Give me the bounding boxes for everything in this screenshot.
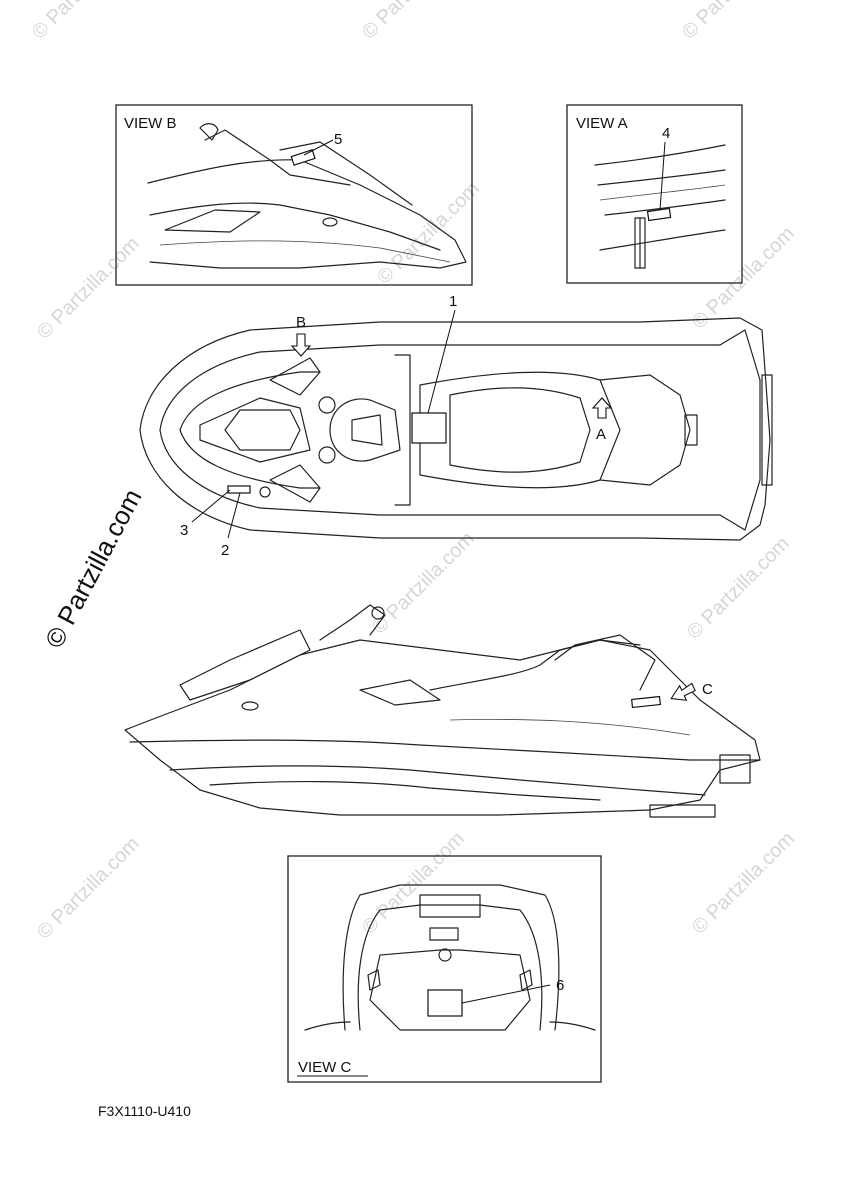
view-a-frame bbox=[566, 104, 743, 284]
view-b-title: VIEW B bbox=[124, 115, 177, 132]
label-part-c-location bbox=[630, 695, 662, 709]
view-c-frame bbox=[287, 855, 602, 1083]
watermark: © Partzilla.com bbox=[358, 828, 469, 939]
watermark: © Partzilla.com bbox=[688, 223, 799, 334]
callout-1: 1 bbox=[449, 293, 457, 310]
view-b-frame bbox=[115, 104, 473, 286]
watermark: © Partzilla.com bbox=[33, 833, 144, 944]
label-part-6 bbox=[427, 989, 463, 1017]
view-c-panel: 6 VIEW C bbox=[287, 855, 602, 1083]
callout-3: 3 bbox=[180, 522, 188, 539]
drawing-code: F3X1110-U410 bbox=[98, 1103, 191, 1119]
callout-4: 4 bbox=[662, 125, 670, 142]
view-b-panel: VIEW B 5 bbox=[115, 104, 473, 286]
side-view-watercraft: C bbox=[124, 604, 761, 818]
direction-mark-c: C bbox=[702, 681, 713, 698]
watermark-layer: © Partzilla.com © Partzilla.com © Partzi… bbox=[28, 0, 799, 944]
watermark: © Partzilla.com bbox=[373, 178, 484, 289]
watermark: © Partzilla.com bbox=[683, 533, 794, 644]
watermark: © Partzilla.com bbox=[358, 0, 469, 44]
callout-2: 2 bbox=[221, 542, 229, 559]
view-a-title: VIEW A bbox=[576, 115, 628, 132]
watermark: © Partzilla.com bbox=[688, 828, 799, 939]
direction-arrow-b bbox=[290, 333, 312, 357]
direction-arrow-c bbox=[670, 682, 696, 701]
callout-5: 5 bbox=[334, 131, 342, 148]
label-part-5 bbox=[290, 149, 316, 166]
label-part-4 bbox=[646, 207, 672, 222]
label-part-2 bbox=[227, 485, 251, 494]
view-a-panel: VIEW A 4 bbox=[566, 104, 743, 284]
direction-mark-a: A bbox=[596, 426, 606, 443]
callout-6: 6 bbox=[556, 977, 564, 994]
watermark: © Partzilla.com bbox=[368, 528, 479, 639]
direction-arrow-a bbox=[591, 397, 613, 419]
watermark: © Partzilla.com bbox=[33, 233, 144, 344]
watermark: © Partzilla.com bbox=[28, 0, 139, 44]
view-c-title: VIEW C bbox=[298, 1059, 352, 1076]
label-part-1 bbox=[411, 412, 447, 444]
direction-mark-b: B bbox=[296, 314, 306, 331]
top-view-watercraft: 1 2 3 B A bbox=[139, 293, 773, 559]
watermark: © Partzilla.com bbox=[678, 0, 789, 44]
side-watermark: © Partzilla.com bbox=[39, 484, 148, 653]
